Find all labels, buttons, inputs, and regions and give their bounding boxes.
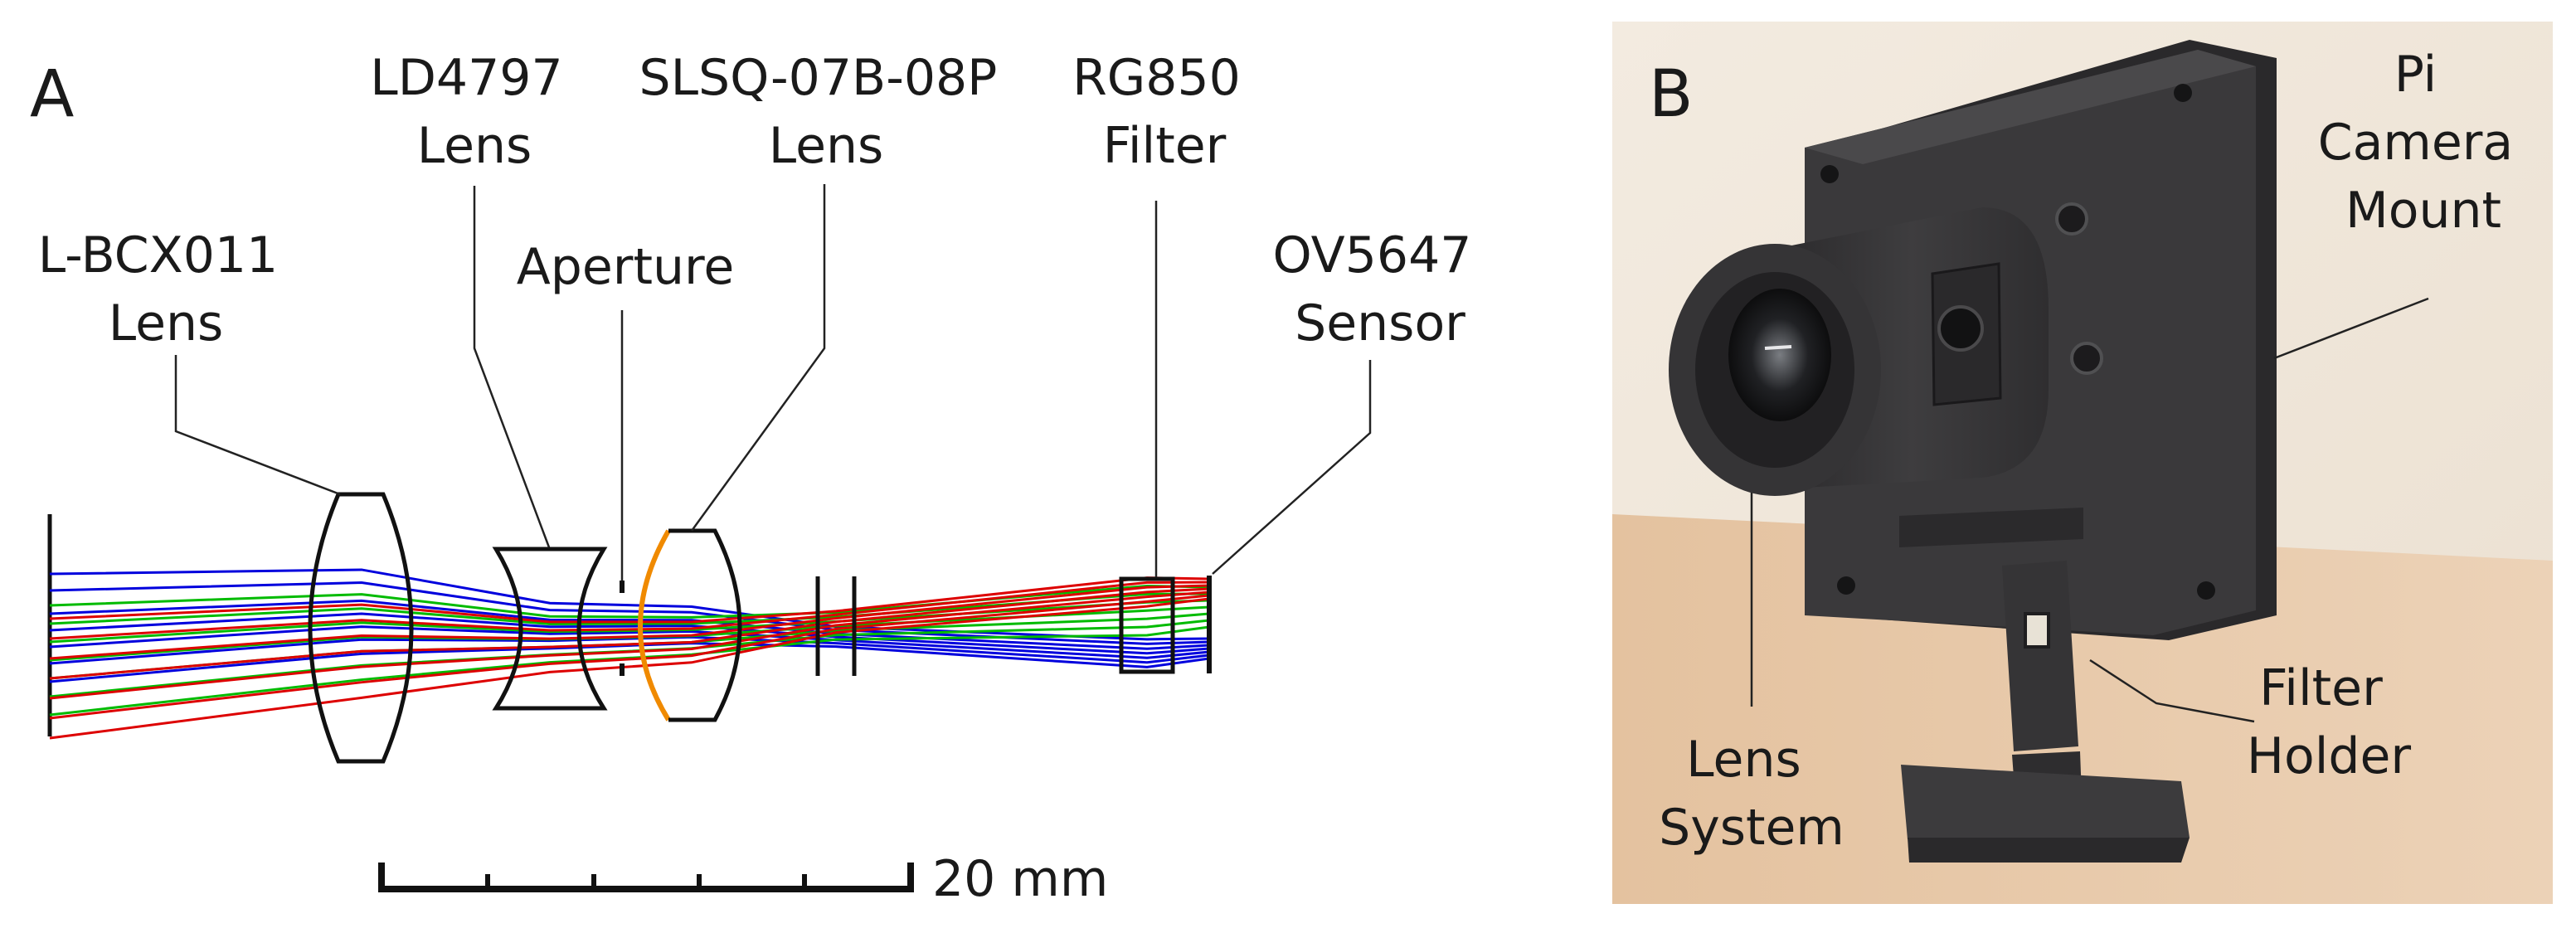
leader-filter-holder	[2089, 658, 2255, 723]
ray-path	[49, 581, 1210, 645]
filter-holder-base-side	[1908, 838, 2190, 863]
lens-glass	[1728, 289, 1831, 421]
label-ld4797: LD4797 Lens	[370, 49, 578, 175]
rg850-filter-shape	[1119, 576, 1175, 674]
mount-screw-icon	[2055, 202, 2088, 236]
panel-a-letter: A	[30, 57, 74, 132]
panel-b-letter: B	[1649, 57, 1694, 132]
scale-bar	[378, 863, 914, 892]
ray-path	[49, 587, 1210, 680]
slsq-front-surface	[638, 529, 671, 722]
screw-hole-icon	[2174, 84, 2192, 102]
scale-bar-label: 20 mm	[932, 850, 1108, 908]
lens-barrel-screw-icon	[1937, 305, 1984, 352]
mount-screw-icon	[2070, 342, 2103, 375]
screw-hole-icon	[1820, 165, 1839, 183]
slsq-07b-08p-lens-shape	[668, 528, 742, 722]
label-aperture: Aperture	[517, 238, 735, 296]
label-l-bcx011: L-BCX011 Lens	[38, 226, 294, 352]
ray-path	[49, 592, 1210, 625]
ray-path	[49, 581, 1210, 640]
leader-ld4797	[473, 186, 551, 548]
label-filter-holder: Filter Holder	[2247, 659, 2411, 785]
panel-b-photo: B Pi Camera Mount Filter Holder Lens Sys…	[1612, 22, 2553, 904]
ray-bundles	[49, 568, 1210, 740]
ray-path	[49, 625, 1210, 659]
label-ov5647: OV5647 Sensor	[1273, 226, 1488, 352]
filter-holder-tab	[2002, 561, 2078, 751]
ray-path	[49, 584, 1210, 619]
filter-holder-base	[1901, 765, 2190, 839]
ray-path	[49, 584, 1210, 660]
label-slsq-07b-08p: SLSQ-07B-08P Lens	[639, 49, 1013, 175]
ray-path	[49, 625, 1210, 717]
ld4797-lens-shape	[492, 547, 608, 711]
label-lens-system: Lens System	[1659, 731, 1845, 857]
ray-path	[49, 590, 1210, 700]
filter-holder-slot	[1899, 508, 2083, 547]
leader-l-bcx011	[174, 355, 341, 496]
ray-path	[49, 597, 1210, 740]
mount-plate-top-edge	[1805, 50, 2256, 164]
label-rg850: RG850 Filter	[1072, 49, 1256, 175]
ray-path	[49, 594, 1210, 720]
ray-path	[49, 599, 1210, 650]
filter-holder-window	[2024, 612, 2050, 649]
label-pi-camera-mount: Pi Camera Mount	[2318, 46, 2530, 240]
lens-glare	[1764, 345, 1792, 350]
l-bcx011-lens-shape	[308, 492, 414, 764]
leader-ov5647	[1212, 360, 1372, 575]
screw-hole-icon	[1837, 576, 1855, 595]
screw-hole-icon	[2197, 581, 2215, 600]
ray-path	[49, 612, 1210, 655]
panel-a-optical-diagram: A L-BCX011 Lens	[30, 49, 1488, 908]
leader-pi-camera-mount	[2273, 297, 2429, 360]
ray-path	[49, 568, 1210, 641]
leader-slsq	[690, 184, 826, 532]
